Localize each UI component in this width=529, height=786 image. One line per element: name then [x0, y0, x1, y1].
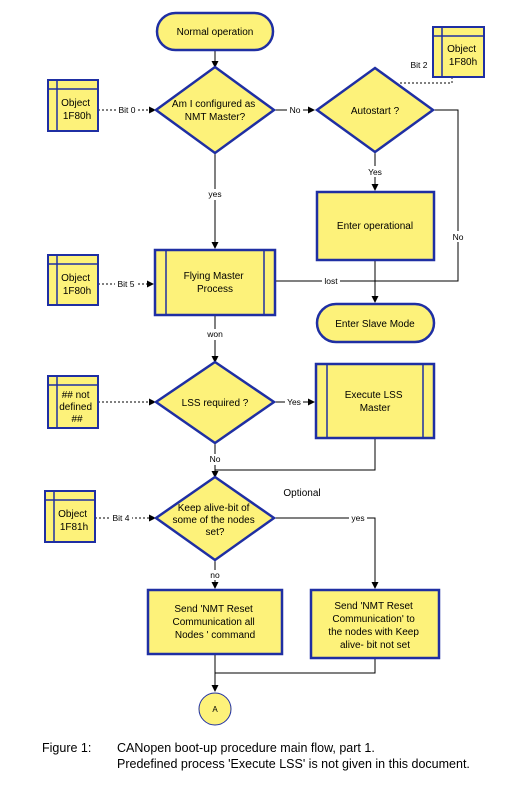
execute-lss-label: Execute LSS Master: [345, 390, 406, 414]
node-send-reset-keep-alive: Send 'NMT Reset Communication' to the no…: [309, 588, 441, 660]
edge-labels: Bit 0 Bit 2 Bit 5 Bit 4 No yes Yes No lo…: [110, 60, 467, 580]
keep-alive-label: Keep alive-bit of some of the nodes set?: [172, 503, 257, 538]
caption-line-2: Predefined process 'Execute LSS' is not …: [117, 757, 470, 771]
label-yes-lss: Yes: [287, 397, 301, 407]
object-1f80-mid: Object 1F80h: [47, 254, 99, 306]
svg-text:Object 1F80h: Object 1F80h: [61, 98, 93, 122]
label-no-lss: No: [210, 454, 221, 464]
label-yes-master: yes: [208, 189, 221, 199]
node-enter-slave-mode: Enter Slave Mode: [315, 302, 436, 344]
object-1f80-top: Object 1F80h: [432, 26, 485, 78]
send-reset-keep-label: Send 'NMT Reset Communication' to the no…: [328, 601, 421, 651]
node-keep-alive-decision: Keep alive-bit of some of the nodes set?: [153, 475, 277, 562]
connector-a-label: A: [212, 705, 218, 714]
nmt-master-label: Am I configured as NMT Master?: [172, 99, 258, 123]
edge-execute-return: [215, 438, 376, 471]
svg-text:Object 1F80h: Object 1F80h: [61, 273, 93, 297]
enter-operational-label: Enter operational: [337, 221, 413, 232]
node-connector-a: A: [198, 692, 232, 726]
node-send-reset-all: Send 'NMT Reset Communication all Nodes …: [146, 588, 284, 656]
enter-slave-mode-label: Enter Slave Mode: [335, 319, 415, 330]
node-execute-lss-master: Execute LSS Master: [314, 362, 436, 440]
svg-text:## not defined ##: ## not defined ##: [59, 390, 95, 425]
flying-master-label: Flying Master Process: [184, 271, 247, 295]
edge-autostart-no: [375, 109, 459, 282]
svg-text:Object 1F80h: Object 1F80h: [447, 44, 479, 68]
node-autostart-decision: Autostart ?: [314, 66, 436, 154]
node-lss-required-decision: LSS required ?: [153, 360, 277, 445]
label-bit2: Bit 2: [410, 60, 427, 70]
caption-line-1: CANopen boot-up procedure main flow, par…: [117, 741, 375, 755]
svg-text:Object 1F81h: Object 1F81h: [58, 509, 90, 533]
figure-label: Figure 1:: [42, 741, 92, 755]
label-no-keep: no: [210, 570, 220, 580]
label-yes-keep: yes: [351, 513, 364, 523]
object-1f81: Object 1F81h: [44, 490, 96, 543]
label-no-autostart: No: [290, 105, 301, 115]
autostart-label: Autostart ?: [351, 106, 400, 117]
send-reset-all-label: Send 'NMT Reset Communication all Nodes …: [172, 604, 257, 641]
label-yes-autostart: Yes: [368, 167, 382, 177]
optional-label: Optional: [283, 488, 320, 499]
normal-operation-label: Normal operation: [177, 27, 254, 38]
object-1f80-left: Object 1F80h: [47, 79, 99, 132]
label-lost: lost: [324, 276, 338, 286]
edge-send-keep-to-a: [215, 658, 376, 674]
object-not-defined: ## not defined ##: [47, 375, 99, 429]
edge-keep-yes-to-send-keep: [274, 517, 379, 589]
node-enter-operational: Enter operational: [315, 190, 436, 262]
lss-required-label: LSS required ?: [182, 398, 249, 409]
label-bit0: Bit 0: [118, 105, 135, 115]
label-won: won: [206, 329, 223, 339]
label-bit5: Bit 5: [117, 279, 134, 289]
label-bit4: Bit 4: [112, 513, 129, 523]
node-flying-master-process: Flying Master Process: [153, 248, 277, 317]
node-normal-operation: Normal operation: [155, 11, 275, 52]
label-no-autostart-loop: No: [453, 232, 464, 242]
node-nmt-master-decision: Am I configured as NMT Master?: [153, 65, 277, 155]
